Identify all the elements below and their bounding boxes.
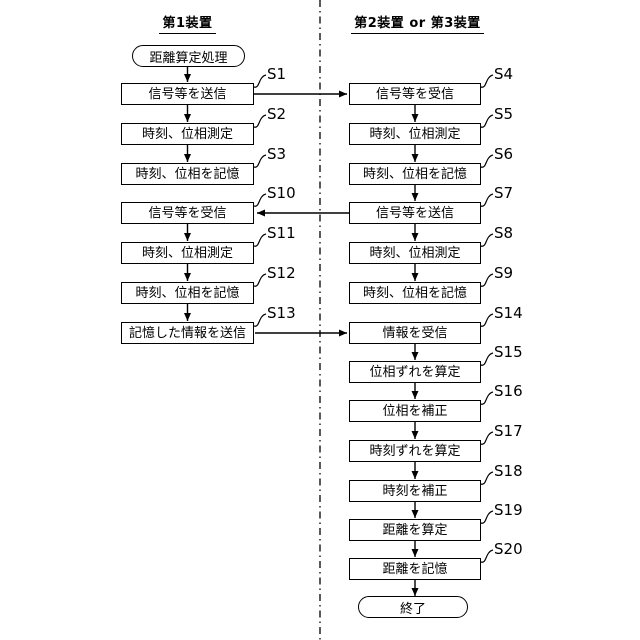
step-box-s5: 時刻、位相測定 [349,123,481,145]
step-label-s14: S14 [494,304,523,322]
end-terminal: 終了 [358,596,468,618]
left-column-header: 第1装置 [121,12,254,34]
step-box-s16: 位相を補正 [349,400,481,422]
step-box-s9: 時刻、位相を記憶 [349,282,481,304]
step-label-s10: S10 [267,184,296,202]
step-box-s1: 信号等を送信 [121,83,254,105]
step-box-s11: 時刻、位相測定 [121,242,254,264]
step-box-s20: 距離を記憶 [349,558,481,580]
step-box-s8: 時刻、位相測定 [349,242,481,264]
step-box-s14: 情報を受信 [349,322,481,344]
step-box-s10: 信号等を受信 [121,202,254,224]
step-label-s7: S7 [494,184,514,202]
step-box-s3: 時刻、位相を記憶 [121,163,254,185]
step-label-s17: S17 [494,422,523,440]
step-box-s2: 時刻、位相測定 [121,123,254,145]
step-label-s18: S18 [494,462,523,480]
step-label-s9: S9 [494,264,514,282]
left-column-header-text: 第1装置 [159,12,216,34]
step-box-s19: 距離を算定 [349,519,481,541]
step-label-s20: S20 [494,540,523,558]
step-box-s15: 位相ずれを算定 [349,361,481,383]
step-box-s13: 記憶した情報を送信 [121,322,254,344]
step-label-s1: S1 [267,65,287,83]
step-label-s2: S2 [267,105,287,123]
step-leader-curves [253,74,494,563]
step-label-s12: S12 [267,264,296,282]
step-label-s5: S5 [494,105,514,123]
step-label-s13: S13 [267,304,296,322]
step-label-s11: S11 [267,224,296,242]
step-label-s3: S3 [267,145,287,163]
start-terminal: 距離算定処理 [132,45,245,67]
step-label-s16: S16 [494,382,523,400]
step-label-s4: S4 [494,65,514,83]
right-column-header: 第2装置 or 第3装置 [330,12,505,34]
right-column-header-text: 第2装置 or 第3装置 [351,12,484,34]
step-box-s12: 時刻、位相を記憶 [121,282,254,304]
step-box-s4: 信号等を受信 [349,83,481,105]
step-box-s18: 時刻を補正 [349,480,481,502]
step-box-s17: 時刻ずれを算定 [349,440,481,462]
step-label-s8: S8 [494,224,514,242]
step-box-s6: 時刻、位相を記憶 [349,163,481,185]
step-label-s19: S19 [494,501,523,519]
step-label-s6: S6 [494,145,514,163]
step-box-s7: 信号等を送信 [349,202,481,224]
step-label-s15: S15 [494,343,523,361]
